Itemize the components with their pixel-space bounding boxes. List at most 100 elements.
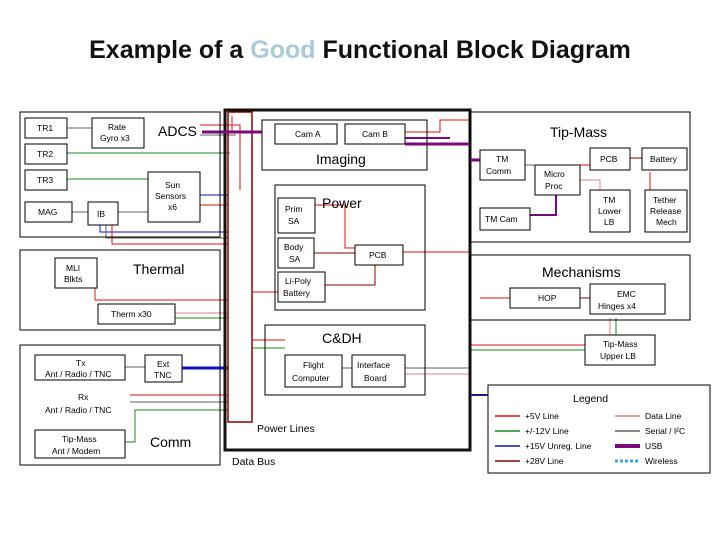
power-lines-label: Power Lines (257, 423, 315, 435)
tr3-box (24, 169, 68, 191)
interface-board-line1: Interface (357, 360, 390, 370)
rate-gyro-line2: Gyro x3 (100, 133, 130, 143)
tip-mass-ant-line2: Ant / Modem (52, 446, 100, 456)
legend-item: +/-12V Line (495, 426, 569, 436)
legend-item: Wireless (615, 456, 678, 466)
wire-ib-bus (99, 225, 228, 233)
ib-label: IB (97, 209, 105, 219)
legend-item: +28V Line (495, 456, 564, 466)
tip-mass-group: Tip-Mass TM Comm PCB Battery Micro Proc … (469, 111, 691, 243)
tx-box (34, 354, 126, 381)
ext-tnc-line2: TNC (154, 370, 171, 380)
tr3-label: TR3 (37, 175, 53, 185)
tx-line2: Ant / Radio / TNC (45, 369, 111, 379)
legend-label-28v: +28V Line (525, 456, 564, 466)
adcs-label: ADCS (158, 123, 197, 139)
tether-line3: Mech (656, 217, 677, 227)
rx-line1: Rx (78, 392, 89, 402)
comm-group: Comm Tx Ant / Radio / TNC Ext TNC Rx Ant… (19, 344, 221, 466)
mag-box (24, 201, 73, 223)
micro-proc-line2: Proc (545, 181, 563, 191)
tr1-label: TR1 (37, 123, 53, 133)
legend-label-5v: +5V Line (525, 411, 559, 421)
tm-lower-lb-line1: TM (603, 195, 615, 205)
emc-box (589, 283, 666, 315)
mli-box (54, 257, 98, 289)
tr1-box (24, 117, 68, 139)
battery-line2: Battery (283, 288, 311, 298)
tm-cam-label: TM Cam (485, 214, 518, 224)
legend-label-12v: +/-12V Line (525, 426, 569, 436)
flight-computer-box (284, 354, 343, 388)
tm-lower-lb-line3: LB (604, 217, 615, 227)
legend-title: Legend (573, 393, 608, 405)
tether-line2: Release (650, 206, 681, 216)
mli-line1: MLI (66, 263, 80, 273)
sun-sensors-box (147, 171, 201, 223)
hop-box (509, 287, 581, 309)
wire-tipant-bus (125, 409, 228, 443)
page-title: Example of a Good Functional Block Diagr… (0, 36, 720, 65)
tm-comm-box (479, 149, 526, 181)
tm-battery-box (641, 147, 688, 171)
power-label: Power (322, 195, 362, 211)
legend-item: Data Line (615, 411, 682, 421)
sun-sensors-line1: Sun (165, 180, 180, 190)
legend-label-usb: USB (645, 441, 663, 451)
legend: Legend +5V Line Data Line +/-12V Line Se… (487, 384, 711, 474)
tr2-label: TR2 (37, 149, 53, 159)
adcs-box (19, 111, 221, 238)
prim-sa-box (277, 197, 316, 234)
prim-sa-line2: SA (288, 216, 300, 226)
imaging-box (261, 119, 428, 171)
legend-label-serial: Serial / I²C (645, 426, 685, 436)
ext-tnc-box (144, 354, 183, 383)
legend-item: USB (615, 441, 663, 451)
power-box (274, 184, 426, 311)
tether-line1: Tether (653, 195, 677, 205)
power-bus-backbone (227, 111, 253, 423)
tm-comm-line1: TM (496, 154, 508, 164)
wire-ib-bus2 (105, 225, 228, 239)
interface-board-box (351, 354, 406, 388)
rate-gyro-line1: Rate (108, 122, 126, 132)
wire-adcs-power (200, 124, 241, 190)
cam-b-box (344, 123, 406, 145)
interface-board-line2: Board (364, 373, 387, 383)
power-group: Power Prim SA Body SA PCB Li-Poly Batter… (274, 184, 426, 311)
mli-line2: Blkts (64, 274, 82, 284)
tm-lower-lb-line2: Lower (598, 206, 621, 216)
imaging-group: Imaging Cam A Cam B (261, 119, 428, 171)
thermal-group: Thermal MLI Blkts Therm x30 (19, 249, 221, 331)
ib-box (87, 201, 119, 226)
tm-pcb-box (589, 147, 631, 171)
body-sa-box (277, 237, 315, 269)
comm-label: Comm (150, 434, 191, 450)
tm-cam-box (479, 207, 531, 231)
therm-label: Therm x30 (111, 309, 152, 319)
wire-pcb-bat (325, 265, 376, 286)
flight-computer-line2: Computer (292, 373, 329, 383)
upper-lb-line2: Upper LB (600, 351, 636, 361)
battery-box (277, 271, 326, 303)
cam-a-box (274, 123, 338, 145)
sun-sensors-line3: x6 (168, 202, 177, 212)
body-sa-line1: Body (284, 242, 304, 252)
flight-computer-line1: Flight (303, 360, 324, 370)
rx-line2: Ant / Radio / TNC (45, 405, 111, 415)
sun-sensors-line2: Sensors (155, 191, 186, 201)
cdh-label: C&DH (322, 330, 362, 346)
legend-box (487, 384, 711, 474)
comm-box (19, 344, 221, 466)
battery-line1: Li-Poly (285, 276, 312, 286)
tip-mass-box (469, 111, 691, 243)
mechanisms-group: Mechanisms HOP EMC Hinges x4 Tip-Mass Up… (469, 254, 691, 366)
emc-line2: Hinges x4 (598, 301, 636, 311)
cam-a-label: Cam A (295, 129, 321, 139)
wire-cama-up (231, 116, 262, 133)
legend-label-wireless: Wireless (645, 456, 678, 466)
adcs-group: ADCS TR1 Rate Gyro x3 TR2 TR3 Sun Sensor… (19, 111, 221, 238)
tm-comm-line2: Comm (486, 166, 511, 176)
cam-b-label: Cam B (362, 129, 388, 139)
